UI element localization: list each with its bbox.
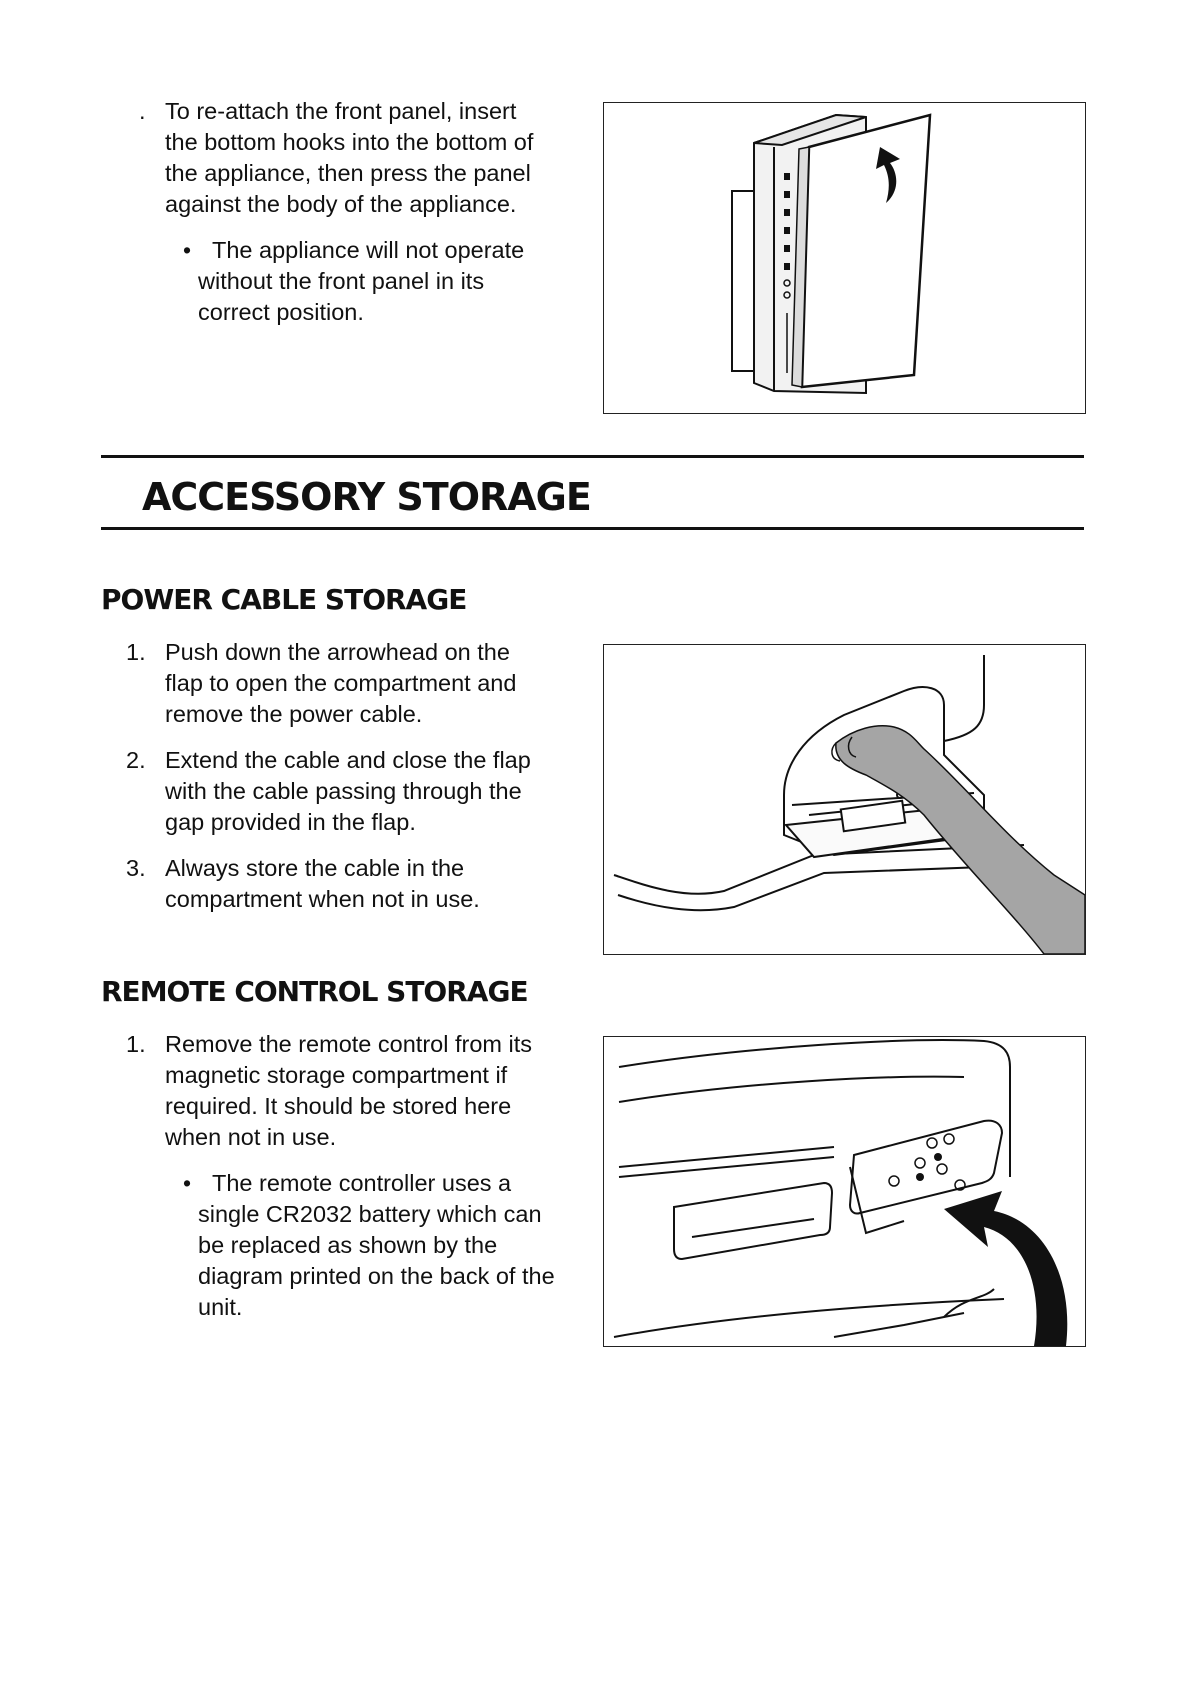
section-rule-bottom	[101, 527, 1084, 530]
text-line: Remove the remote control from its	[165, 1031, 532, 1057]
text-line: correct position.	[198, 299, 364, 325]
text-line: single CR2032 battery which can	[198, 1201, 542, 1227]
text-line: Extend the cable and close the flap	[165, 747, 531, 773]
text-line: flap to open the compartment and	[165, 670, 517, 696]
text-line: the bottom hooks into the bottom of	[165, 129, 534, 155]
text-line: unit.	[198, 1294, 243, 1320]
step-number: 2.	[126, 747, 146, 773]
text-line: with the cable passing through the	[165, 778, 522, 804]
step-number: 3.	[126, 855, 146, 881]
text-line: required. It should be stored here	[165, 1093, 512, 1119]
text-line: Push down the arrowhead on the	[165, 639, 510, 665]
power-cable-heading: POWER CABLE STORAGE	[101, 583, 467, 616]
text-line: To re-attach the front panel, insert	[165, 98, 517, 124]
remote-control-heading: REMOTE CONTROL STORAGE	[101, 975, 529, 1008]
section-rule-top	[101, 455, 1084, 458]
text-line: The appliance will not operate	[212, 237, 525, 263]
text-line: against the body of the appliance.	[165, 191, 517, 217]
step-number: 1.	[126, 639, 146, 665]
text-line: without the front panel in its	[198, 268, 485, 294]
step-number: 1.	[126, 1031, 146, 1057]
bullet-icon: •	[183, 1170, 192, 1196]
section-title: ACCESSORY STORAGE	[142, 475, 592, 519]
text-line: when not in use.	[165, 1124, 337, 1150]
text-line: The remote controller uses a	[212, 1170, 512, 1196]
remote-control-illustration	[603, 1036, 1086, 1347]
text-line: diagram printed on the back of the	[198, 1263, 555, 1289]
list-marker: .	[139, 98, 146, 124]
text-line: compartment when not in use.	[165, 886, 480, 912]
text-line: magnetic storage compartment if	[165, 1062, 508, 1088]
text-line: be replaced as shown by the	[198, 1232, 498, 1258]
text-line: remove the power cable.	[165, 701, 423, 727]
front-panel-illustration	[603, 102, 1086, 414]
text-line: gap provided in the flap.	[165, 809, 416, 835]
bullet-icon: •	[183, 237, 192, 263]
text-line: Always store the cable in the	[165, 855, 465, 881]
power-cable-illustration	[603, 644, 1086, 955]
text-line: the appliance, then press the panel	[165, 160, 531, 186]
